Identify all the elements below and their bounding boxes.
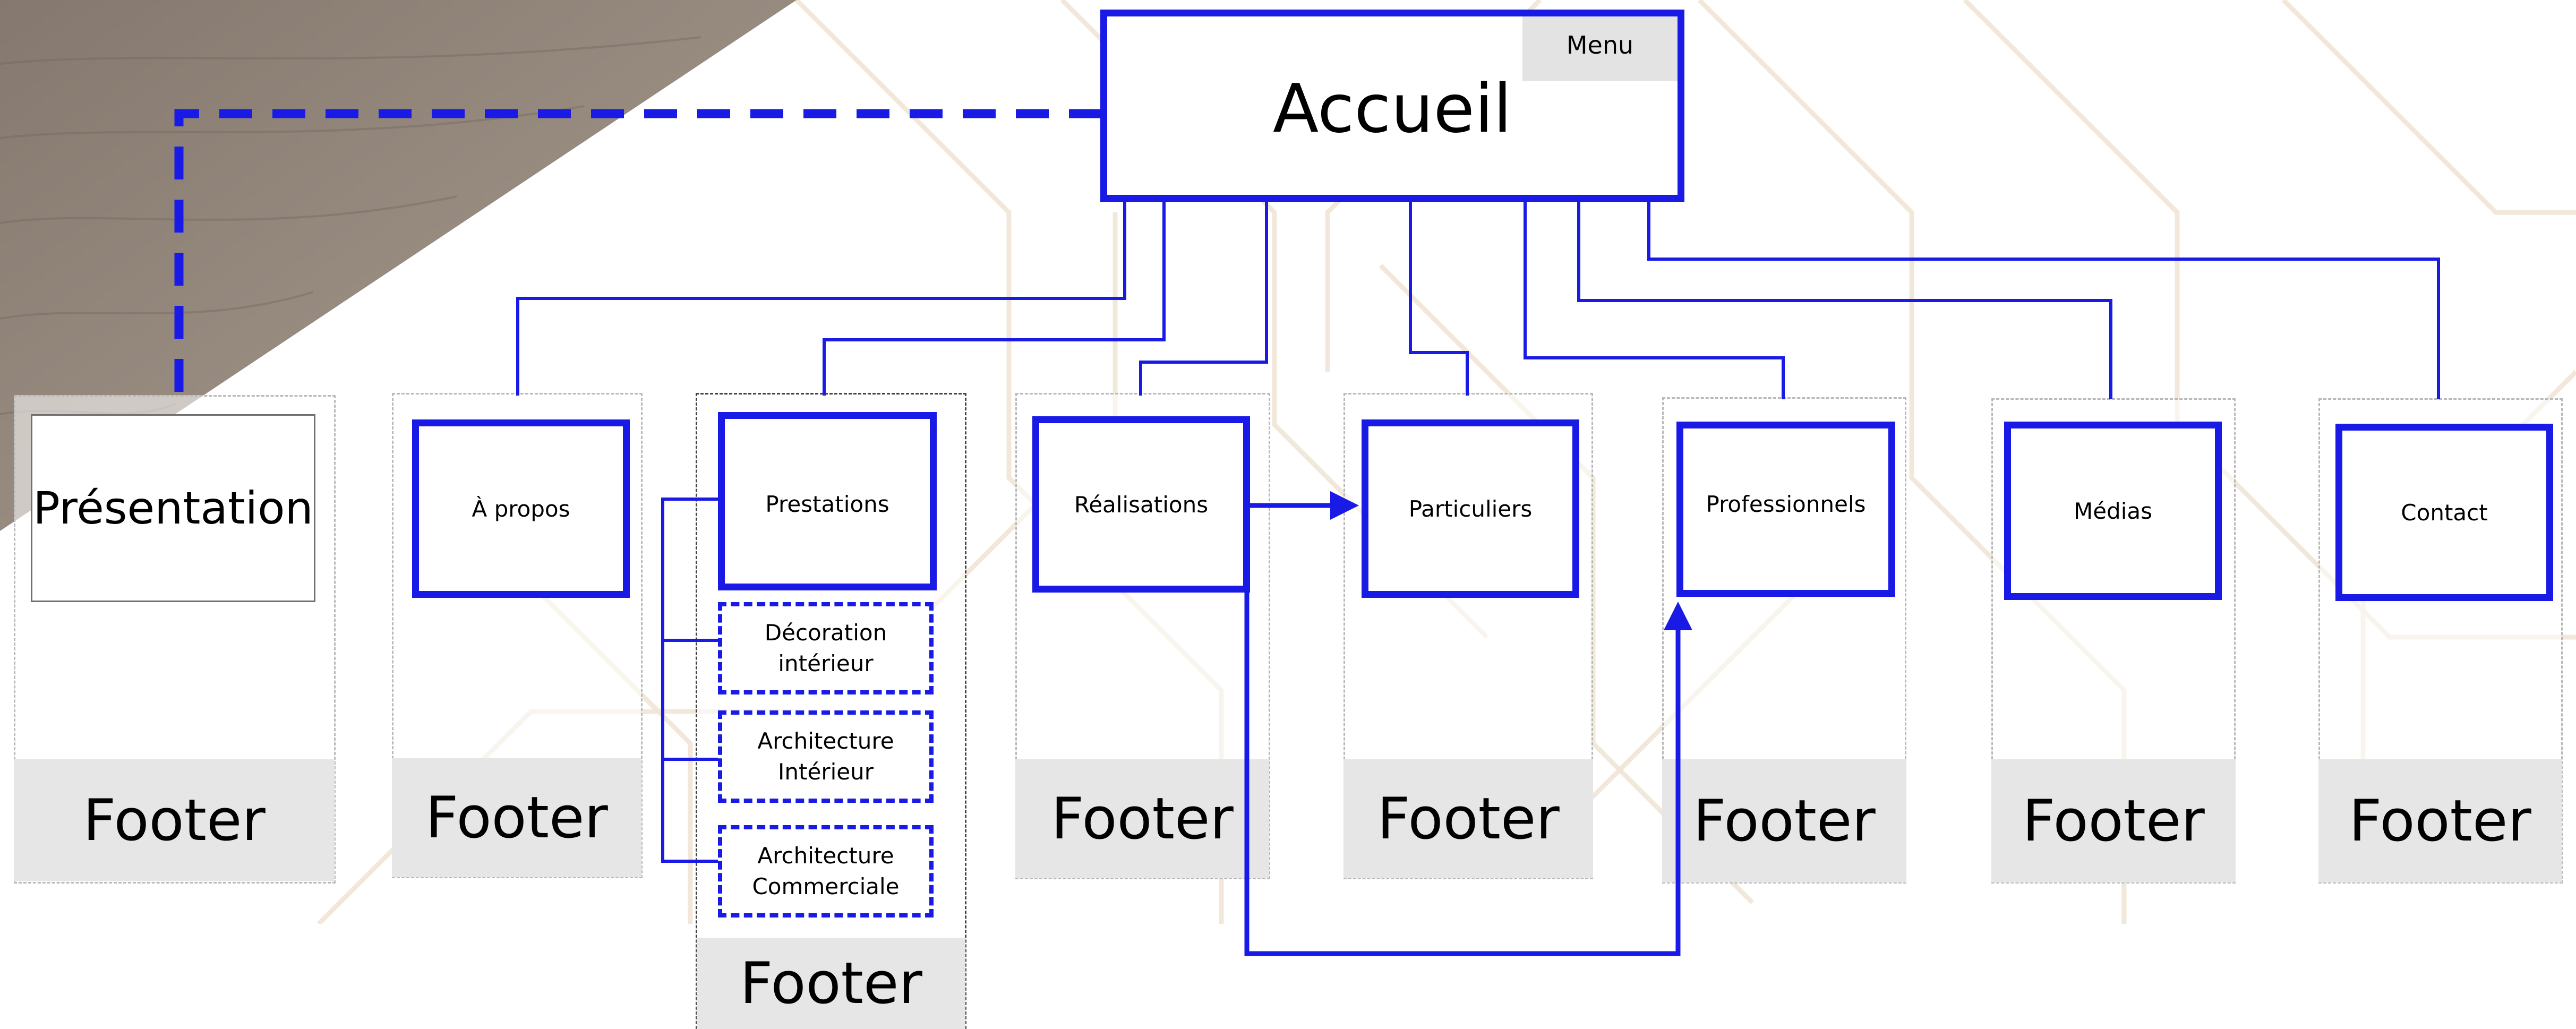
node-realisations: Réalisations: [1032, 416, 1250, 593]
footer-contact: Footer: [2318, 759, 2562, 882]
node-particuliers: Particuliers: [1362, 419, 1579, 598]
node-architecture-interieur: Architecture Intérieur: [718, 710, 934, 803]
footer-realisations: Footer: [1015, 759, 1269, 878]
node-decoration-interieur: Décoration intérieur: [718, 602, 934, 694]
node-professionnels: Professionnels: [1676, 422, 1895, 597]
footer-particuliers: Footer: [1343, 759, 1593, 878]
menu-button[interactable]: Menu: [1522, 16, 1678, 81]
footer-apropos: Footer: [392, 758, 641, 877]
accueil-title: Accueil: [1273, 70, 1512, 148]
footer-presentation: Footer: [14, 759, 335, 881]
node-architecture-commerciale: Architecture Commerciale: [718, 825, 934, 917]
node-medias: Médias: [2004, 422, 2222, 600]
node-prestations: Prestations: [718, 412, 937, 590]
node-presentation: Présentation: [31, 414, 315, 602]
node-contact: Contact: [2335, 424, 2553, 601]
footer-professionnels: Footer: [1662, 759, 1906, 882]
footer-medias: Footer: [1991, 759, 2236, 882]
footer-prestations: Footer: [697, 938, 965, 1029]
node-apropos: À propos: [412, 419, 630, 598]
node-accueil: Accueil Menu: [1100, 10, 1684, 202]
